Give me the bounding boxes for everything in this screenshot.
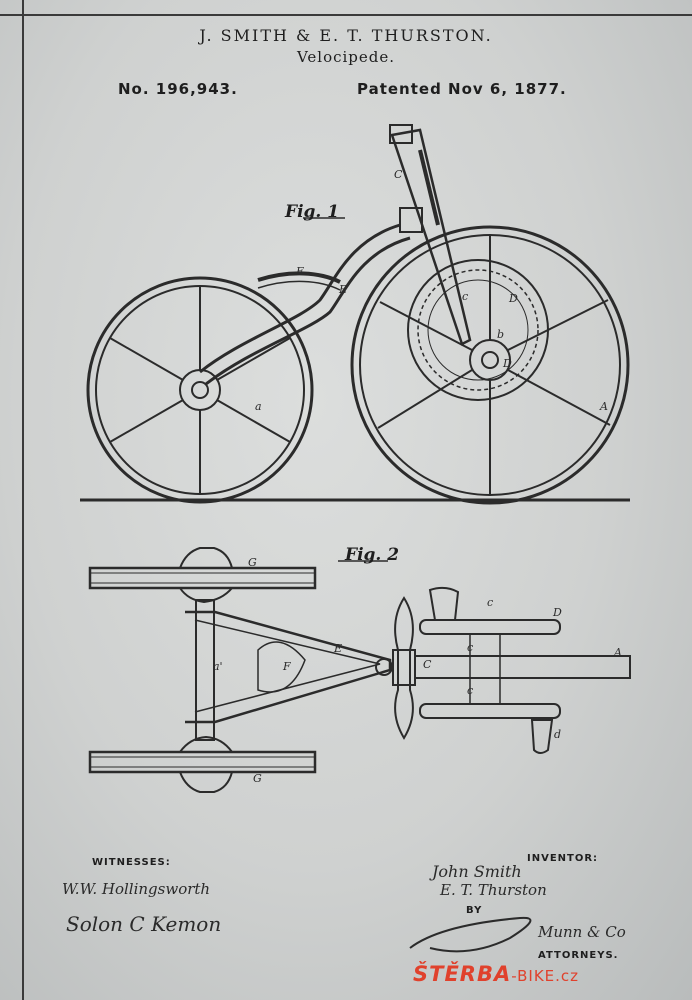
inventor-label: INVENTOR: bbox=[527, 853, 599, 864]
watermark-domain: -BIKE.cz bbox=[511, 967, 580, 985]
fig1-label-b: b bbox=[497, 328, 505, 341]
fig2-lower-wheel bbox=[88, 735, 317, 793]
patent-date: Patented Nov 6, 1877. bbox=[357, 80, 567, 98]
inventor-signature-2: E. T. Thurston bbox=[440, 881, 547, 899]
fig1-label-c: c bbox=[462, 290, 469, 303]
fig2-label-G-upper: G bbox=[248, 556, 257, 569]
witnesses-label: WITNESSES: bbox=[92, 857, 171, 868]
fig1-label-C: C bbox=[394, 168, 403, 181]
site-watermark: ŠTĚRBA-BIKE.cz bbox=[413, 962, 579, 986]
fig2-label-c-top: c bbox=[487, 596, 494, 609]
fig1-label-F: F bbox=[296, 265, 304, 278]
fig2-axle-and-frame bbox=[185, 586, 631, 754]
attorney-signature: Munn & Co bbox=[538, 923, 626, 941]
fig1-front-wheel bbox=[350, 225, 630, 505]
fig2-label-D: D bbox=[553, 606, 562, 619]
by-label: BY bbox=[466, 905, 483, 916]
fig1-label-E: E bbox=[339, 283, 348, 296]
witness-signature-2: Solon C Kemon bbox=[66, 912, 222, 936]
fig1-label-D: D bbox=[509, 292, 518, 305]
witness-signature-1: W.W. Hollingsworth bbox=[62, 880, 211, 898]
watermark-brand: ŠTĚRBA bbox=[413, 962, 512, 986]
fig1-label-a: a bbox=[255, 400, 262, 413]
patent-inventor-names: J. SMITH & E. T. THURSTON. bbox=[199, 26, 493, 45]
fig2-upper-wheel bbox=[88, 547, 317, 604]
fig1-frame bbox=[199, 124, 472, 386]
fig1-title: Fig. 1 bbox=[285, 202, 340, 222]
sheet-border-left bbox=[22, 0, 24, 1000]
fig2-label-a: a' bbox=[213, 660, 223, 673]
inventor-signature-1: John Smith bbox=[432, 862, 522, 881]
fig2-label-G-lower: G bbox=[253, 772, 262, 785]
patent-subject: Velocipede. bbox=[296, 48, 396, 66]
sheet-border-top bbox=[0, 14, 692, 16]
attorneys-label: ATTORNEYS. bbox=[538, 950, 619, 961]
fig2-label-c-low: c bbox=[467, 684, 474, 697]
fig2-label-E: E bbox=[334, 642, 343, 655]
fig2-title: Fig. 2 bbox=[345, 545, 400, 565]
fig2-label-d: d bbox=[554, 728, 562, 741]
attorney-signature-flourish bbox=[409, 916, 532, 953]
fig1-rear-wheel bbox=[86, 276, 314, 504]
fig1-gear bbox=[407, 259, 549, 401]
fig2-label-A: A bbox=[614, 646, 622, 659]
fig2-label-c-mid: c bbox=[467, 641, 474, 654]
fig2-label-F: F bbox=[283, 660, 291, 673]
patent-number: No. 196,943. bbox=[118, 80, 238, 98]
fig1-label-A: A bbox=[600, 400, 608, 413]
fig1-label-D-hub: D bbox=[503, 357, 512, 370]
fig2-label-C: C bbox=[423, 658, 432, 671]
